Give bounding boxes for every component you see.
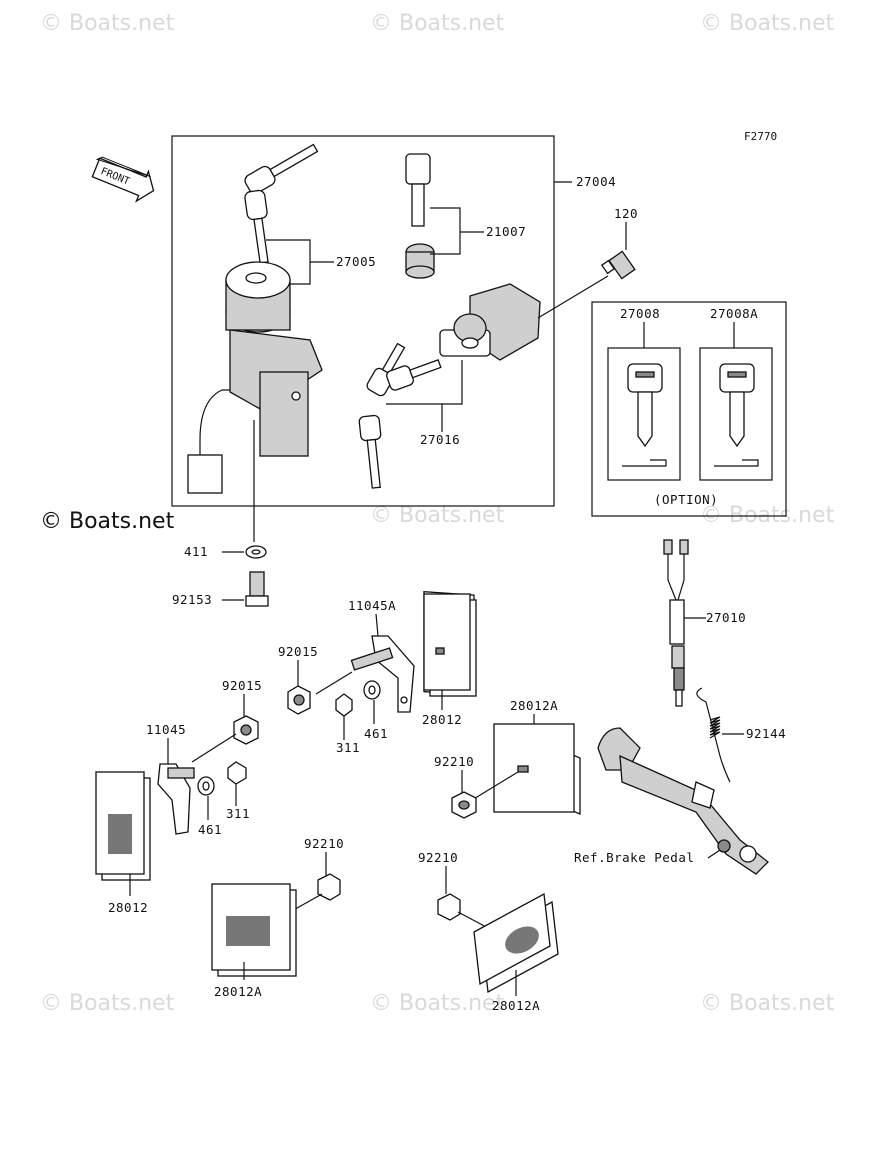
part-label-11045: 11045 bbox=[146, 722, 186, 737]
watermark-top-left: © Boats.net bbox=[40, 11, 175, 36]
seat-lock bbox=[439, 283, 541, 361]
bolt-92153 bbox=[245, 571, 269, 607]
figure-code: F2770 bbox=[744, 130, 777, 143]
part-label-92144: 92144 bbox=[746, 726, 786, 741]
nut-92015-a bbox=[287, 685, 311, 715]
option-box bbox=[591, 301, 787, 517]
part-label-27008: 27008 bbox=[620, 306, 660, 321]
bracket-11045 bbox=[157, 763, 195, 835]
lock-cylinder-21007 bbox=[405, 243, 435, 279]
washer-461-lower bbox=[197, 776, 215, 796]
part-label-28012A-b: 28012A bbox=[214, 984, 262, 999]
nut-92210-a bbox=[451, 791, 477, 819]
option-label: (OPTION) bbox=[654, 492, 718, 507]
watermark-top-center: © Boats.net bbox=[370, 11, 505, 36]
part-label-28012-b: 28012 bbox=[108, 900, 148, 915]
brake-switch-27010 bbox=[663, 539, 689, 707]
key-card-27008A bbox=[699, 347, 773, 481]
nut-92015-b bbox=[233, 715, 259, 745]
washer-461-upper bbox=[363, 680, 381, 700]
leader-27016 bbox=[386, 403, 443, 432]
watermark-mid-center: © Boats.net bbox=[370, 503, 505, 528]
part-label-21007: 21007 bbox=[486, 224, 526, 239]
front-arrow-icon: FRONT bbox=[91, 156, 155, 203]
leader-92210-c-link bbox=[457, 911, 489, 929]
leader-11045-link bbox=[191, 733, 237, 763]
watermarks: © Boats.net © Boats.net © Boats.net © Bo… bbox=[40, 11, 835, 1016]
part-label-27010: 27010 bbox=[706, 610, 746, 625]
leader-11045A bbox=[375, 613, 379, 637]
part-label-92210-b: 92210 bbox=[304, 836, 344, 851]
part-label-28012A-a: 28012A bbox=[510, 698, 558, 713]
brake-pedal bbox=[597, 727, 769, 875]
watermark-top-right: © Boats.net bbox=[700, 11, 835, 36]
part-label-411: 411 bbox=[184, 544, 208, 559]
reflector-28012-lower bbox=[95, 771, 151, 881]
part-label-92015-b: 92015 bbox=[222, 678, 262, 693]
ref-brake-pedal-label: Ref.Brake Pedal bbox=[574, 850, 694, 865]
leader-27005-b bbox=[290, 262, 311, 285]
key-21007 bbox=[405, 153, 431, 227]
nut-92210-c bbox=[437, 893, 461, 921]
ignition-switch bbox=[187, 261, 323, 494]
nut-311-upper bbox=[335, 693, 353, 717]
part-label-461-a: 461 bbox=[364, 726, 388, 741]
leader-27016-b bbox=[442, 360, 463, 405]
bolt-92015-upper bbox=[350, 647, 394, 671]
part-label-92210-c: 92210 bbox=[418, 850, 458, 865]
key-card-27008 bbox=[607, 347, 681, 481]
leader-92210-a-link bbox=[471, 771, 519, 801]
reflector-28012A-lower-right bbox=[473, 892, 559, 994]
screw-120 bbox=[600, 250, 636, 280]
leader-brake-pedal bbox=[707, 849, 721, 859]
key-27008A bbox=[714, 363, 759, 467]
watermark-bottom-center: © Boats.net bbox=[370, 991, 505, 1016]
key-27008 bbox=[622, 363, 667, 467]
key-pair-27005 bbox=[244, 143, 319, 264]
reflector-28012A-mid bbox=[493, 723, 581, 815]
spring-92144 bbox=[696, 687, 731, 783]
key-pair-27016 bbox=[358, 342, 442, 489]
part-label-311-a: 311 bbox=[336, 740, 360, 755]
nut-311-lower bbox=[227, 761, 247, 785]
part-label-28012-a: 28012 bbox=[422, 712, 462, 727]
part-label-92015-a: 92015 bbox=[278, 644, 318, 659]
part-label-27016: 27016 bbox=[420, 432, 460, 447]
washer-411-hole bbox=[251, 549, 261, 555]
part-label-11045A: 11045A bbox=[348, 598, 396, 613]
part-label-27005: 27005 bbox=[336, 254, 376, 269]
watermark-mid-left: © Boats.net bbox=[40, 509, 175, 534]
part-label-461-b: 461 bbox=[198, 822, 222, 837]
part-label-120: 120 bbox=[614, 206, 638, 221]
part-label-27008A: 27008A bbox=[710, 306, 758, 321]
leader-bracket-link bbox=[315, 671, 353, 695]
leader-21007 bbox=[430, 207, 461, 255]
leader-27005 bbox=[266, 239, 334, 263]
part-label-311-b: 311 bbox=[226, 806, 250, 821]
nut-92210-b bbox=[317, 873, 341, 901]
watermark-bottom-right: © Boats.net bbox=[700, 991, 835, 1016]
bracket-11045A bbox=[371, 635, 415, 713]
reflector-28012A-lower-left bbox=[211, 883, 297, 977]
reflector-28012-upper bbox=[423, 590, 477, 697]
part-label-92153: 92153 bbox=[172, 592, 212, 607]
part-label-92210-a: 92210 bbox=[434, 754, 474, 769]
leader-120-line bbox=[537, 275, 609, 319]
part-label-28012A-c: 28012A bbox=[492, 998, 540, 1013]
kit-box-27004 bbox=[171, 135, 555, 507]
part-label-27004: 27004 bbox=[576, 174, 616, 189]
watermark-bottom-left: © Boats.net bbox=[40, 991, 175, 1016]
